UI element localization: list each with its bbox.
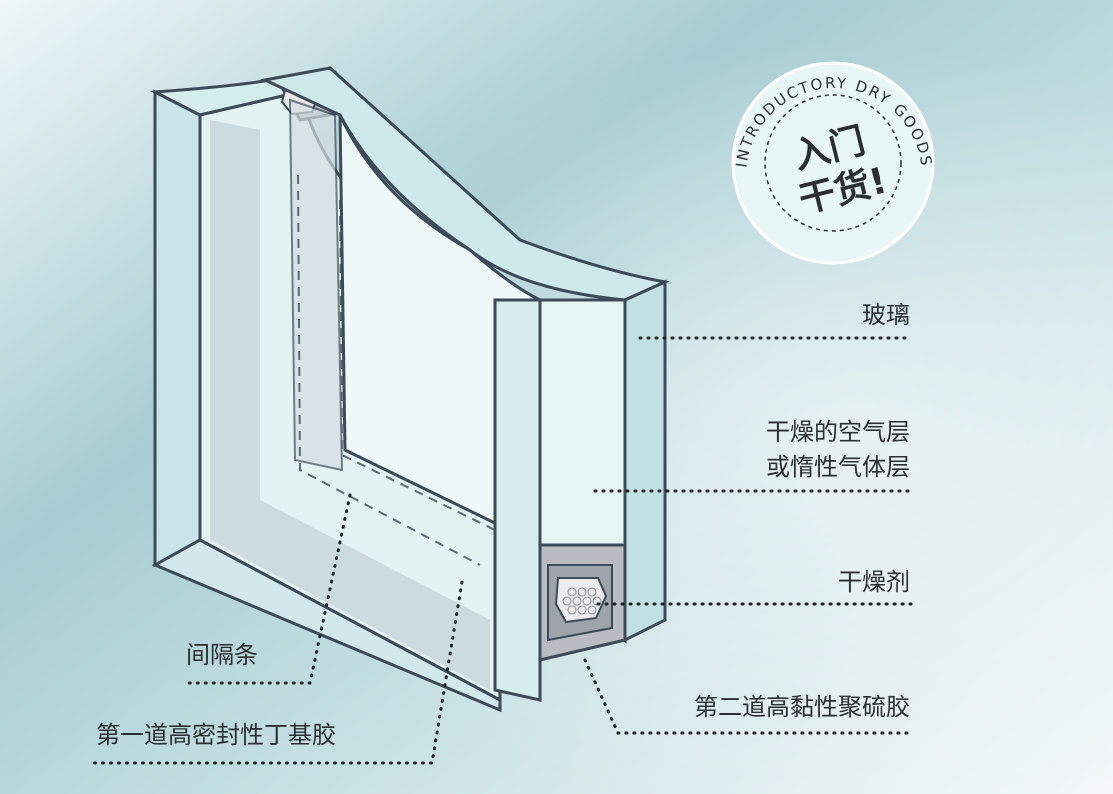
leader-secondary-seal <box>583 658 914 735</box>
label-primary-seal: 第一道高密封性丁基胶 <box>96 721 336 749</box>
intro-badge: INTRODUCTORY DRY GOODS 入门 干货! <box>731 61 935 265</box>
label-desiccant: 干燥剂 <box>838 568 910 596</box>
label-air-layer-line1: 干燥的空气层 <box>766 418 910 446</box>
label-air-layer-line2: 或惰性气体层 <box>766 453 910 481</box>
label-secondary-seal: 第二道高黏性聚硫胶 <box>694 693 910 721</box>
glass-inner-recess <box>210 120 490 690</box>
label-spacer: 间隔条 <box>186 641 258 669</box>
leader-primary-seal <box>88 580 464 765</box>
leader-spacer <box>185 493 352 685</box>
label-glass: 玻璃 <box>862 301 910 329</box>
bottom-seal-block <box>538 543 627 662</box>
